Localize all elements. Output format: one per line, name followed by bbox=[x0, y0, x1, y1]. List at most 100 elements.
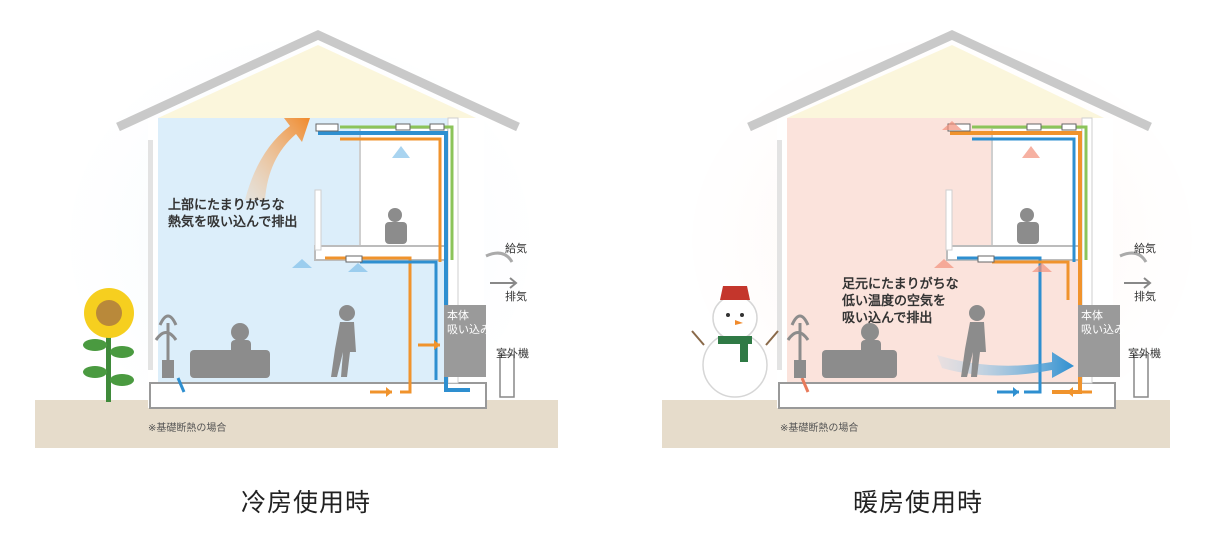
roof bbox=[116, 30, 520, 132]
sunflower-leaf bbox=[83, 339, 107, 351]
snowman-bucket bbox=[720, 286, 750, 300]
snowman-arms bbox=[691, 330, 779, 346]
supply-duct-green bbox=[972, 125, 1088, 260]
person-on-sofa bbox=[231, 323, 249, 341]
unit-label-line2: 吸い込み bbox=[1081, 323, 1125, 336]
sofa bbox=[822, 350, 897, 378]
heating-panel: 足元にたまりがちな 低い温度の空気を 吸い込んで排出 本体 吸い込み 給気 排気… bbox=[612, 0, 1224, 546]
vent bbox=[1061, 123, 1077, 131]
heating-exhaust-label: 排気 bbox=[1134, 290, 1156, 303]
plant-pot bbox=[794, 360, 806, 378]
walking-person-body bbox=[961, 322, 986, 377]
foundation bbox=[778, 382, 1116, 409]
snowman-illustration bbox=[691, 286, 779, 398]
arrow-head bbox=[1013, 387, 1019, 397]
cooling-callout-line1: 上部にたまりがちな bbox=[168, 198, 285, 213]
snowman-scarf-tail bbox=[740, 340, 748, 362]
warm-duct-orange bbox=[950, 131, 1082, 394]
cooling-panel: 上部にたまりがちな 熱気を吸い込んで排出 本体 吸い込み 給気 排気 室外機 ※… bbox=[35, 30, 558, 517]
supply-duct-green bbox=[340, 125, 454, 260]
arrow-head bbox=[434, 340, 440, 350]
heating-footnote: ※基礎断熱の場合 bbox=[780, 423, 859, 434]
sunflower-illustration bbox=[83, 288, 134, 402]
upstairs-person-body bbox=[1017, 222, 1039, 244]
walking-person bbox=[969, 305, 985, 321]
ventilation-unit bbox=[444, 305, 486, 377]
sunflower-stem bbox=[106, 322, 111, 402]
warm-air-puff bbox=[1022, 146, 1040, 158]
heating-outdoor-label: 室外機 bbox=[1128, 347, 1161, 360]
cooling-callout: 上部にたまりがちな 熱気を吸い込んで排出 bbox=[168, 197, 297, 231]
sofa bbox=[190, 350, 270, 378]
floor-duct-orange bbox=[992, 260, 1070, 300]
person-on-sofa bbox=[861, 323, 879, 341]
attic-space bbox=[787, 45, 1104, 118]
cooling-supply-label: 給気 bbox=[505, 242, 527, 255]
exhaust-arrow bbox=[1124, 277, 1152, 289]
cooling-caption: 冷房使用時 bbox=[240, 488, 371, 517]
stair-wall bbox=[945, 189, 953, 251]
warm-air-puff bbox=[934, 259, 954, 268]
person-body bbox=[231, 340, 251, 358]
roof bbox=[747, 30, 1152, 132]
snowman-nose bbox=[735, 320, 743, 325]
vent bbox=[395, 123, 411, 131]
attic-space bbox=[158, 45, 476, 118]
vent bbox=[1026, 123, 1042, 131]
sunflower-center bbox=[96, 300, 122, 326]
exhaust-duct-orange bbox=[340, 137, 442, 262]
supply-arrow bbox=[1119, 251, 1148, 263]
heating-callout-line2: 低い温度の空気を bbox=[842, 294, 947, 309]
heating-callout-line3: 吸い込んで排出 bbox=[842, 311, 933, 326]
upstairs-person-body bbox=[385, 222, 407, 244]
vent bbox=[429, 123, 445, 131]
arrow-head bbox=[1067, 387, 1073, 397]
cooling-house-diagram bbox=[35, 30, 558, 448]
outdoor-unit bbox=[1133, 354, 1149, 398]
supply-arrow bbox=[485, 251, 514, 263]
cool-air-puff bbox=[292, 259, 312, 268]
vent bbox=[345, 255, 363, 263]
cooling-callout-line2: 熱気を吸い込んで排出 bbox=[168, 215, 298, 230]
unit-label-line1: 本体 bbox=[447, 309, 469, 322]
sunflower-leaf bbox=[110, 374, 134, 386]
hot-air-arrow bbox=[245, 118, 310, 200]
arrow-head bbox=[386, 387, 392, 397]
family-silhouettes bbox=[786, 208, 1039, 378]
heating-unit-label: 本体 吸い込み bbox=[1081, 309, 1125, 337]
family-silhouettes bbox=[154, 208, 407, 378]
warm-air-puff bbox=[1032, 263, 1052, 272]
cool-air-puff bbox=[392, 146, 410, 158]
cooling-footnote: ※基礎断熱の場合 bbox=[148, 423, 227, 434]
snowman-eye bbox=[740, 313, 744, 317]
heating-house-diagram bbox=[662, 30, 1192, 448]
ventilation-unit bbox=[1078, 305, 1120, 377]
window-frame bbox=[777, 140, 782, 370]
vent bbox=[977, 255, 995, 263]
snowman-head bbox=[712, 295, 758, 341]
person-body bbox=[861, 340, 881, 358]
unit-label-line2: 吸い込み bbox=[447, 323, 491, 336]
floor-outlet-arrow bbox=[800, 377, 810, 393]
cool-air-puff bbox=[348, 263, 368, 272]
heating-caption: 暖房使用時 bbox=[852, 488, 983, 517]
cold-air-arrow bbox=[937, 352, 1074, 378]
snowman-scarf bbox=[718, 336, 752, 344]
cool-duct-blue bbox=[318, 131, 470, 392]
stair-wall bbox=[314, 189, 322, 251]
sunflower-leaf bbox=[83, 366, 107, 378]
exhaust-duct-blue bbox=[972, 137, 1076, 262]
outdoor-unit bbox=[499, 354, 515, 398]
plant-pot bbox=[162, 360, 174, 378]
heating-callout-line1: 足元にたまりがちな bbox=[842, 277, 959, 292]
floor-duct-orange bbox=[325, 256, 412, 394]
ceiling-vent bbox=[315, 123, 339, 132]
floor-duct-blue bbox=[360, 260, 438, 380]
upstairs-person bbox=[388, 208, 402, 222]
floor-duct-blue bbox=[957, 256, 1042, 394]
heating-callout: 足元にたまりがちな 低い温度の空気を 吸い込んで排出 bbox=[842, 276, 959, 327]
warm-air-puff bbox=[942, 121, 962, 130]
cooling-exhaust-label: 排気 bbox=[505, 290, 527, 303]
foundation bbox=[149, 382, 487, 409]
upstairs-person bbox=[1020, 208, 1034, 222]
